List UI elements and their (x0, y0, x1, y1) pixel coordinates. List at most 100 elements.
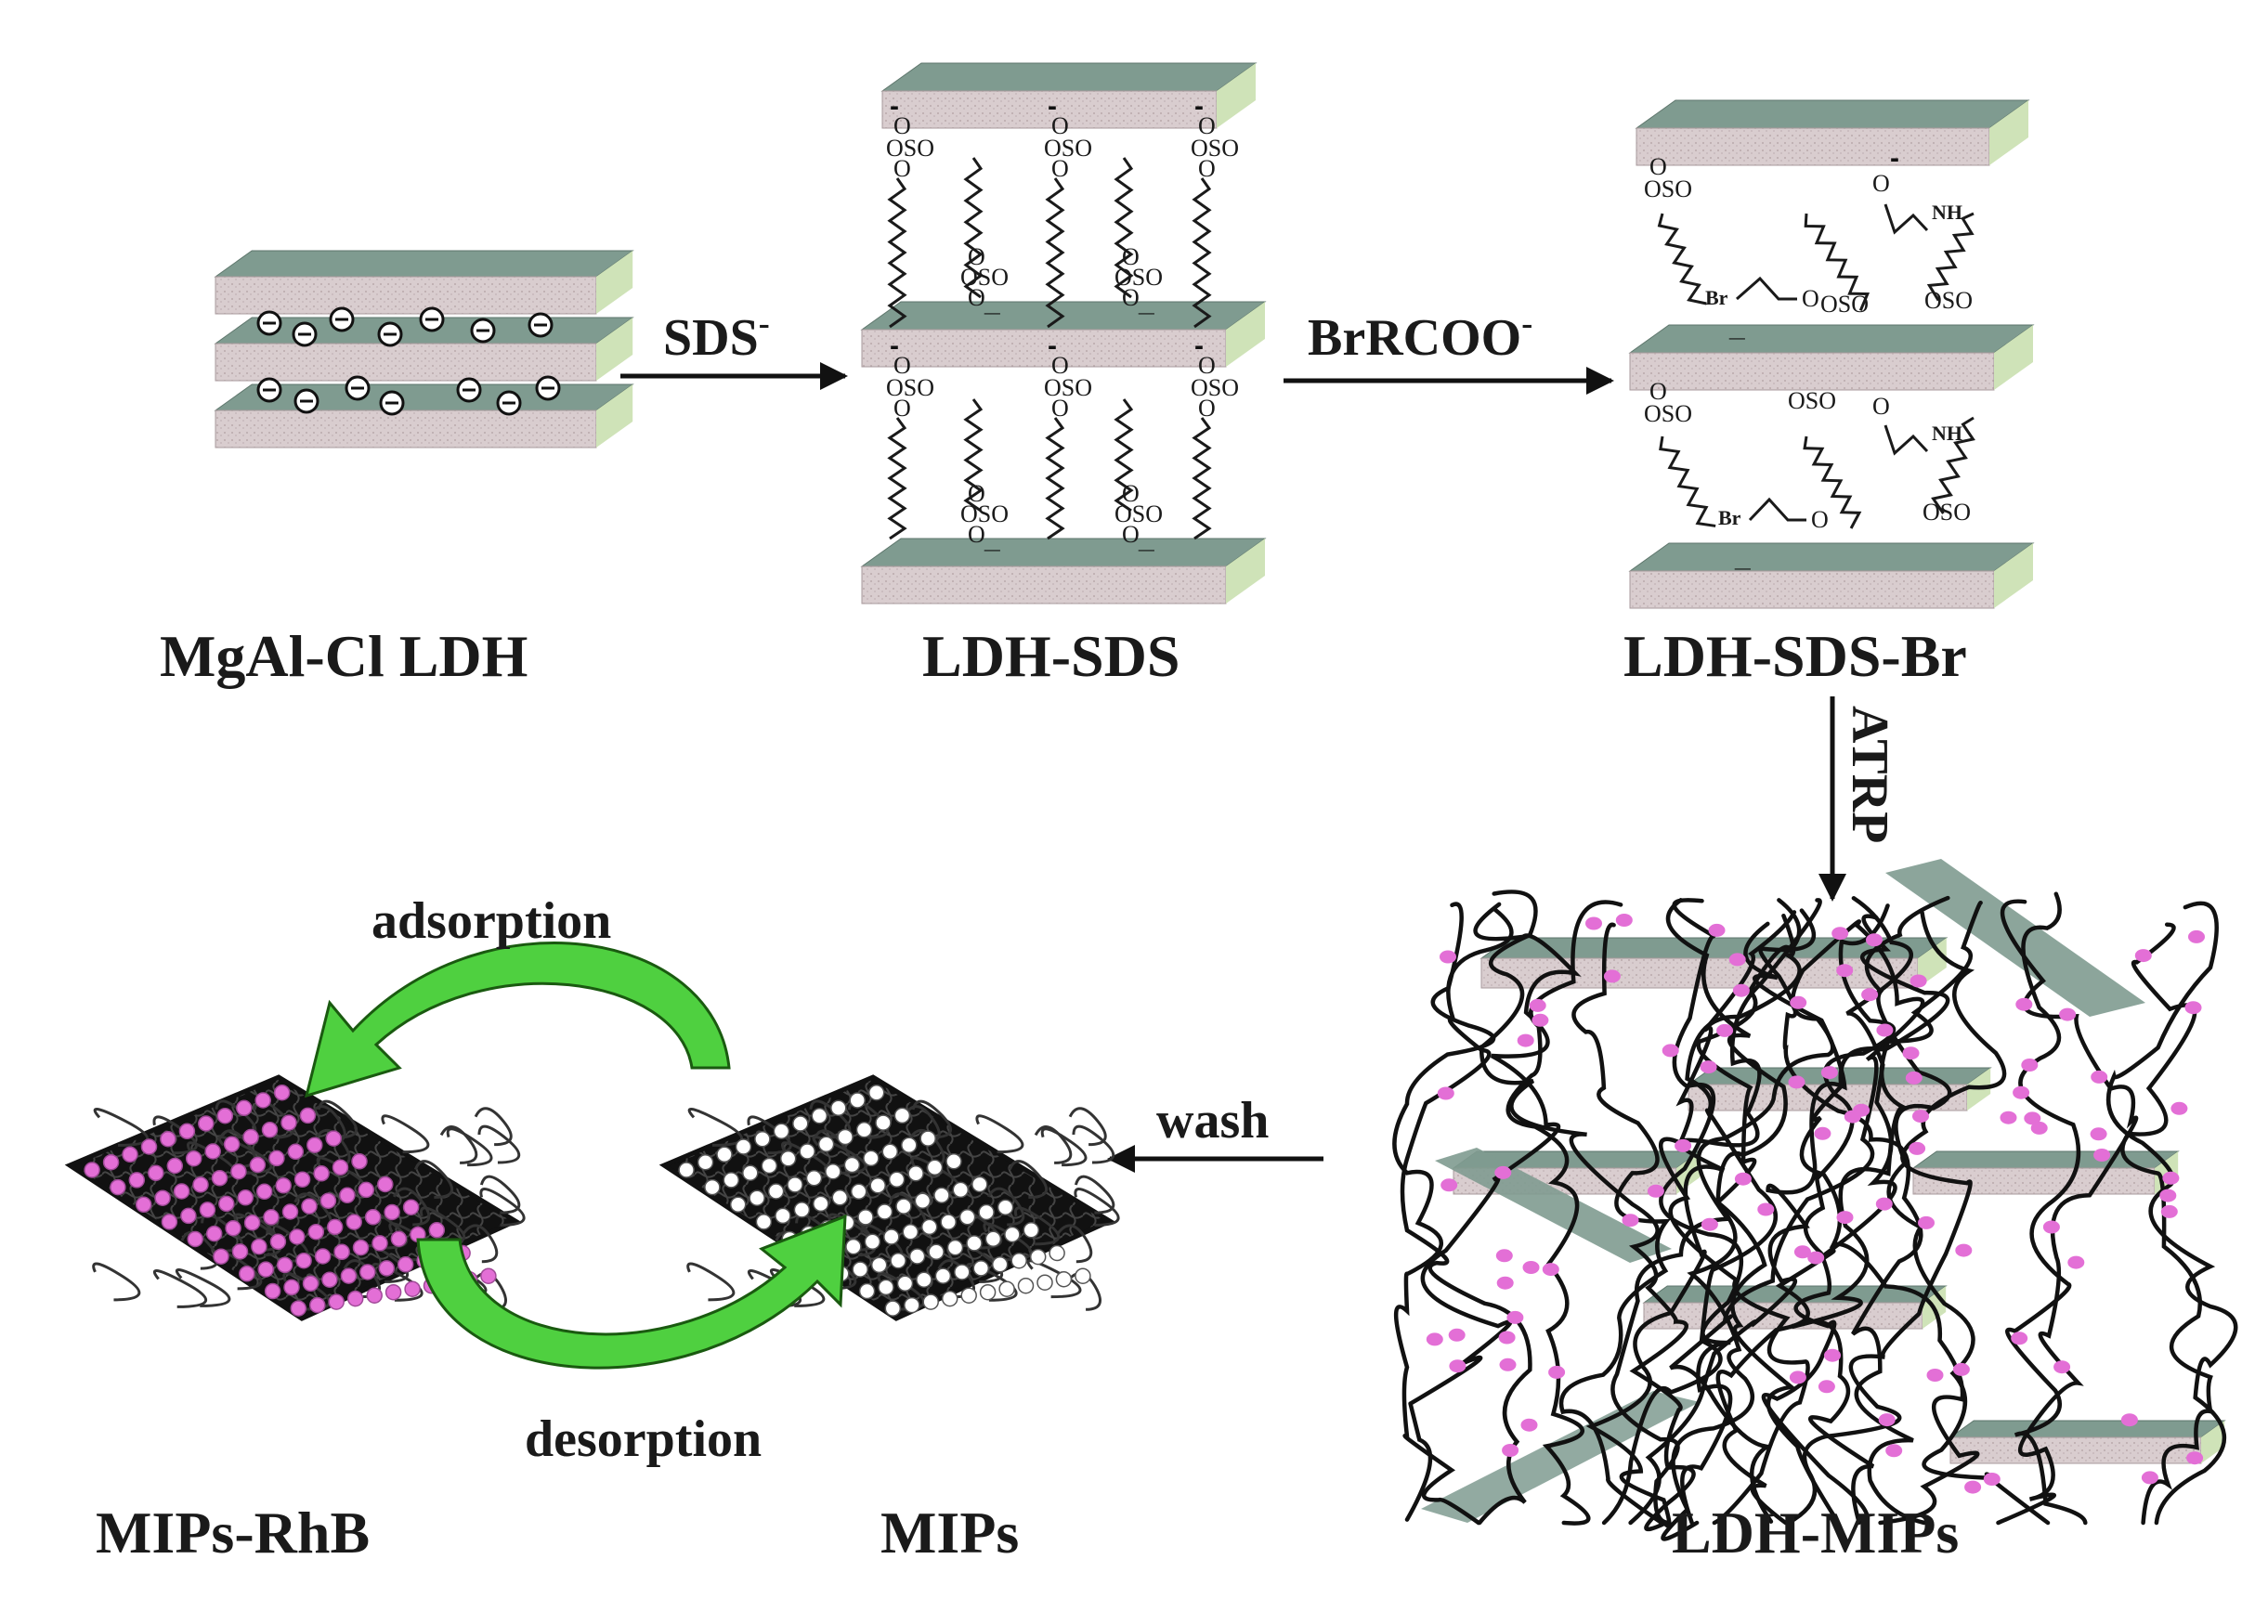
anion-circle (329, 306, 355, 332)
oxygen-atom: O (1872, 170, 1890, 197)
rhb-template-dot (371, 1235, 388, 1252)
imprinted-cavity (811, 1107, 828, 1124)
imprinted-cavity (754, 1130, 771, 1148)
imprinted-cavity (867, 1084, 885, 1101)
template-site-dot (1866, 933, 1883, 947)
imprinted-cavity (971, 1176, 988, 1193)
template-site-dot (1603, 969, 1621, 983)
rhb-template-dot (309, 1296, 326, 1314)
polymer-loop (93, 1108, 149, 1147)
rhb-template-dot (345, 1214, 362, 1230)
ldh-layer (1628, 324, 2035, 391)
ldh-layer (860, 538, 1267, 604)
imprinted-cavity (697, 1153, 714, 1171)
template-site-dot (1789, 1371, 1806, 1384)
template-site-dot (2030, 1121, 2048, 1135)
imprinted-cavity (767, 1183, 785, 1200)
anion-circle (470, 318, 496, 344)
imprinted-cavity (926, 1159, 944, 1176)
charge-minus: - (1048, 91, 1057, 122)
rhb-template-dot (378, 1260, 396, 1277)
oxygen-atom: O (1811, 506, 1829, 533)
imprinted-cavity (1075, 1267, 1091, 1284)
oxygen-atom: O (1122, 521, 1140, 548)
oso-group: OSO (1923, 499, 1971, 526)
layer-edge-face (1989, 100, 2028, 165)
rhb-template-dot (390, 1230, 408, 1247)
template-site-dot (1708, 923, 1726, 937)
imprinted-cavity (716, 1146, 733, 1163)
imprinted-cavity (888, 1171, 906, 1189)
oxygen-atom: O (1051, 155, 1069, 182)
polymer-loop (92, 1262, 141, 1302)
imprinted-cavity (869, 1177, 886, 1194)
rhb-template-dot (314, 1248, 332, 1265)
polymer-loop (828, 1213, 876, 1253)
oxygen-atom: O (1051, 112, 1069, 139)
template-site-dot (1861, 988, 1879, 1002)
oxygen-atom: O (1198, 352, 1216, 379)
imprinted-cavity (831, 1189, 849, 1206)
imprinted-cavity (954, 1264, 971, 1280)
alkyl-chain (1659, 435, 1716, 527)
template-site-dot (2160, 1204, 2178, 1218)
polymer-chain (1400, 907, 1532, 1526)
polymer-chain (2120, 922, 2213, 1526)
oxygen-atom: O (1649, 153, 1667, 180)
rhb-template-dot (366, 1287, 383, 1304)
layer-side-face (215, 409, 597, 448)
imprinted-cavity (890, 1252, 906, 1269)
oso-group: OSO (886, 135, 934, 162)
alkyl-chain (1926, 212, 1975, 302)
imprinted-cavity (902, 1223, 919, 1241)
ldh-layer (1628, 542, 2035, 609)
imprinted-cavity (749, 1189, 765, 1206)
template-site-dot (1952, 1362, 1970, 1376)
polymer-chain (1558, 922, 1671, 1526)
template-site-dot (2015, 997, 2033, 1011)
label-atrp: ATRP (1841, 706, 1898, 843)
imprinted-cavity (1029, 1248, 1047, 1266)
oxygen-atom: O (1122, 243, 1140, 270)
template-site-dot (1517, 1033, 1534, 1047)
oxygen-atom: O (968, 243, 985, 270)
imprinted-cavity (761, 1157, 778, 1175)
rhb-template-dot (359, 1264, 376, 1280)
oso-group: OSO (960, 500, 1009, 527)
polymer-loop (152, 1269, 207, 1308)
alkyl-chain (1114, 398, 1134, 513)
rhb-template-dot (319, 1192, 337, 1209)
charge-minus: - (1048, 331, 1057, 361)
oxygen-atom: O (893, 352, 911, 379)
imprinted-cavity (773, 1123, 790, 1140)
polymer-loop (176, 1268, 231, 1307)
template-site-dot (2011, 1332, 2028, 1345)
layer-side-face (215, 343, 597, 382)
rhb-template-dot (211, 1170, 228, 1187)
template-site-dot (2000, 1111, 2017, 1124)
imprinted-cavity (952, 1181, 970, 1199)
rhb-template-dot (213, 1248, 229, 1265)
label-adsorption: adsorption (371, 892, 611, 950)
template-site-dot (2021, 1059, 2039, 1072)
rhb-template-dot (261, 1122, 279, 1138)
imprinted-cavity (991, 1256, 1009, 1273)
oso-group: OSO (1044, 135, 1092, 162)
layer-side-face (881, 90, 1218, 129)
template-site-dot (1647, 1184, 1664, 1198)
template-site-dot (2024, 1111, 2041, 1125)
imprinted-cavity (1049, 1244, 1065, 1262)
layer-side-face (215, 276, 597, 315)
rhb-template-dot (255, 1183, 273, 1201)
template-site-dot (1788, 1075, 1805, 1089)
label-brrcoo-superscript: - (1521, 305, 1532, 342)
polymer-loop (462, 1224, 499, 1264)
charge-minus: - (890, 91, 899, 122)
rhb-template-dot (237, 1189, 254, 1206)
template-site-dot (1520, 1418, 1538, 1432)
charge-minus: _ (1734, 542, 1751, 573)
template-site-dot (2184, 1001, 2202, 1015)
